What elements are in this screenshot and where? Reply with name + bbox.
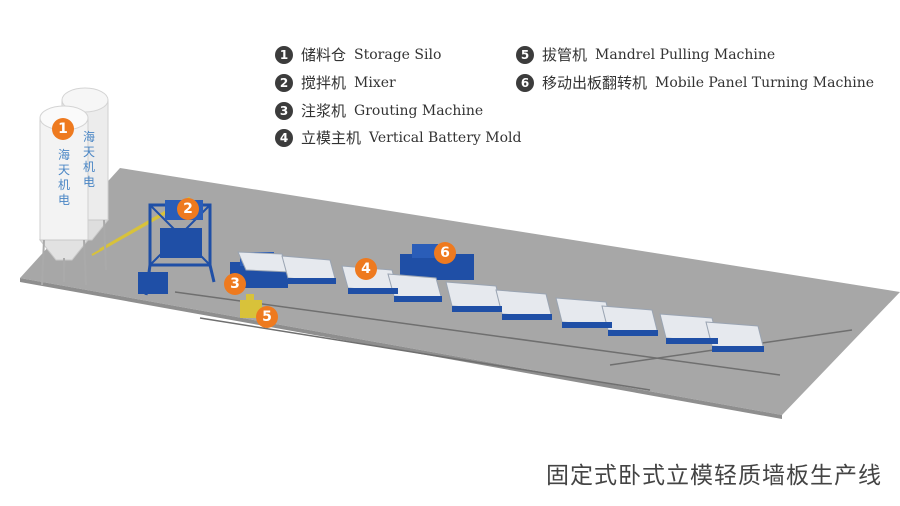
legend-number: 6: [516, 73, 534, 92]
legend-label-zh: 搅拌机: [301, 74, 347, 92]
legend-label-zh: 储料仓: [301, 46, 347, 64]
legend-number: 2: [275, 73, 293, 92]
legend-label-en: Mobile Panel Turning Machine: [655, 74, 875, 91]
legend-label-zh: 拔管机: [542, 46, 588, 64]
legend-label-en: Mixer: [354, 74, 396, 91]
silo-label-front: 海天机电: [57, 148, 70, 207]
diagram-caption: 固定式卧式立模轻质墙板生产线: [546, 463, 882, 489]
legend-label-zh: 立模主机: [301, 129, 362, 147]
legend-item-2: 2 搅拌机 Mixer: [275, 72, 396, 93]
legend-number: 4: [275, 128, 293, 147]
mold-carts: [288, 278, 764, 352]
legend-item-3: 3 注浆机 Grouting Machine: [275, 100, 483, 121]
marker-4: 4: [355, 258, 377, 280]
legend-label-en: Storage Silo: [354, 46, 442, 63]
marker-2: 2: [177, 198, 199, 220]
legend-item-5: 5 拔管机 Mandrel Pulling Machine: [516, 44, 775, 65]
legend-number: 3: [275, 101, 293, 120]
legend-label-en: Mandrel Pulling Machine: [595, 46, 776, 63]
marker-1: 1: [52, 118, 74, 140]
legend-label-en: Grouting Machine: [354, 102, 484, 119]
legend-item-1: 1 储料仓 Storage Silo: [275, 44, 441, 65]
legend-item-4: 4 立模主机 Vertical Battery Mold: [275, 127, 521, 148]
legend-number: 5: [516, 45, 534, 64]
floor-edge: [20, 278, 782, 419]
legend-label-en: Vertical Battery Mold: [369, 129, 522, 146]
legend-item-6: 6 移动出板翻转机 Mobile Panel Turning Machine: [516, 72, 874, 93]
silo-label-back: 海天机电: [82, 130, 95, 189]
legend-number: 1: [275, 45, 293, 64]
legend-label-zh: 移动出板翻转机: [542, 74, 648, 92]
marker-3: 3: [224, 273, 246, 295]
marker-5: 5: [256, 306, 278, 328]
marker-6: 6: [434, 242, 456, 264]
legend-label-zh: 注浆机: [301, 102, 347, 120]
